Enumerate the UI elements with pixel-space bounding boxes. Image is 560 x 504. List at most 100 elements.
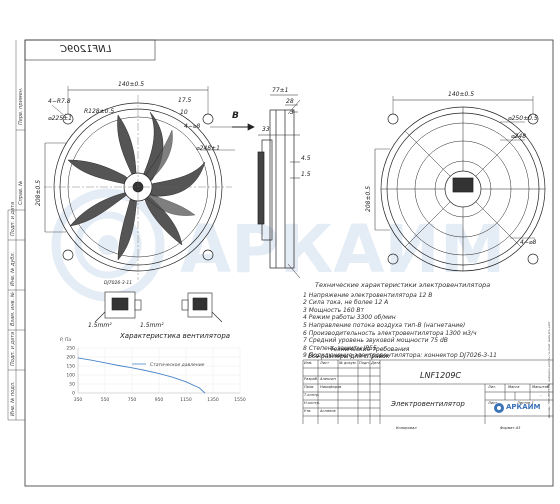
dim-back-hole: 4−⌀8 — [520, 239, 537, 246]
tb-vendor-note: Дизайн: ПРО-ВЕНТ.РФ, www.pro-vent.ru / e… — [547, 321, 551, 419]
dim-back-208: 208±0.5 — [365, 185, 372, 212]
tb-name: Никифоров — [320, 385, 342, 389]
data-point — [158, 373, 160, 374]
tb-role: Н.контр. — [304, 401, 321, 405]
spec-item: 8 Степень защиты IP55 — [303, 344, 377, 352]
mirrored-code: LNF1209C — [60, 44, 112, 55]
dim-back-140: 140±0.5 — [448, 91, 475, 98]
data-point — [77, 357, 79, 359]
tb-scale-value: - — [540, 393, 542, 398]
data-point — [204, 392, 206, 394]
tb-copied: Копировал — [396, 426, 417, 430]
spec-item: 7 Средний уровень звуковой мощности 75 d… — [303, 337, 448, 345]
data-point — [91, 359, 92, 361]
dim-side-45: 4.5 — [301, 155, 311, 162]
data-point — [118, 365, 119, 366]
tb-role: Пров. — [304, 385, 315, 389]
dim-front-hole: 4−⌀8 — [184, 123, 201, 130]
margin-label: Инв. № дубл. — [10, 251, 16, 286]
margin-label: Перв. примен. — [18, 87, 24, 125]
margin-label: Подп. и дата — [10, 331, 16, 366]
tb-col-doc: № докум. — [339, 361, 357, 365]
connector-right-label: 1.5mm² — [140, 322, 164, 329]
title-block — [302, 359, 553, 424]
data-point — [185, 381, 187, 383]
tb-name: Алексин — [320, 377, 336, 381]
connector-part: DJ7026-3-11 — [104, 281, 133, 286]
margin-label: Подп. и дата — [10, 201, 16, 236]
tb-role: Утв. — [304, 409, 312, 413]
tb-col-izm: Изм. — [304, 361, 313, 365]
y-tick-label: 0 — [72, 391, 75, 397]
tb-mass: Масса — [508, 385, 520, 389]
spec-item: 5 Направление потока воздуха тип-В (нагн… — [303, 321, 466, 329]
spec-item: 3 Мощность 160 Вт — [303, 306, 365, 314]
tb-col-sign: Подп. — [359, 361, 370, 365]
tb-col-date: Дата — [371, 361, 381, 365]
y-tick-label: 250 — [66, 346, 75, 352]
y-tick-label: 150 — [66, 364, 75, 370]
back-view — [374, 96, 546, 272]
brand-name: АРКАИМ — [506, 403, 541, 411]
dim-side-28: 28 — [286, 98, 294, 105]
x-tick-label: 1550 — [234, 397, 246, 403]
data-point — [104, 362, 106, 364]
dim-front-175: 17.5 — [178, 97, 192, 104]
margin-label: Взам. инв. № — [10, 292, 16, 326]
chart-grid — [77, 347, 241, 394]
spec-title: Технические характеристики электровентил… — [315, 281, 491, 289]
dim-side-3: 3 — [290, 109, 294, 116]
data-point — [145, 370, 146, 371]
dim-front-r128: R128±0.5 — [84, 108, 115, 115]
sheet-frame — [24, 39, 554, 487]
tb-name: Асланов — [320, 409, 336, 413]
dim-front-225: ⌀225±1 — [48, 115, 72, 122]
dim-side-77: 77±1 — [272, 87, 289, 94]
dim-side-15: 1.5 — [301, 171, 311, 178]
x-tick-label: 350 — [74, 397, 83, 403]
dim-back-250: ⌀250±0.5 — [508, 115, 538, 122]
direction-label: B — [232, 111, 239, 121]
x-tick-label: 550 — [101, 397, 110, 403]
x-tick-label: 950 — [155, 397, 164, 403]
y-tick-label: 100 — [66, 373, 75, 379]
req-text: Все размеры для справок — [308, 353, 390, 360]
front-view — [44, 86, 235, 280]
data-point — [131, 367, 133, 369]
x-tick-label: 1350 — [207, 397, 219, 403]
dim-back-248: ⌀248 — [511, 133, 527, 140]
data-point — [172, 376, 173, 378]
margin-label: Справ. № — [18, 180, 24, 205]
connector-drawing — [94, 291, 223, 323]
tb-role: Разраб. — [304, 377, 319, 381]
chart-ticks: 0 50 100 150 200 250 350 550 750 950 1150 1350 1550 — [66, 346, 245, 404]
dim-front-208: 208±0.5 — [35, 179, 42, 206]
fan-blades — [67, 111, 206, 261]
data-point — [199, 387, 200, 389]
y-tick-label: 200 — [66, 355, 75, 361]
req-title: Технические требования — [330, 346, 410, 353]
chart-title: Характеристика вентилятора — [120, 332, 231, 340]
spec-item: 2 Сила тока, не более 12 А — [303, 299, 389, 307]
dim-side-33: 33 — [262, 126, 270, 133]
watermark-text: АРКАИМ — [180, 211, 505, 288]
y-axis-label: P, Па — [60, 337, 71, 343]
x-tick-label: 750 — [128, 397, 137, 403]
product-code: LNF1209C — [420, 371, 461, 380]
tb-sheet: Лист — [488, 401, 498, 405]
chart-marks — [77, 357, 206, 394]
dim-front-r78: 4−R7.8 — [48, 98, 71, 105]
y-tick-label: 50 — [69, 382, 75, 388]
dim-front-10: 10 — [180, 109, 188, 116]
tb-lit: Лит. — [488, 385, 497, 389]
spec-block: Технические характеристики электровентил… — [303, 281, 543, 360]
tb-format: Формат А3 — [500, 426, 521, 430]
tb-scale: Масштаб — [532, 385, 550, 389]
brand-logo — [494, 403, 504, 413]
spec-item: 1 Напряжение электровентилятора 12 В — [303, 291, 433, 299]
tb-sheets: Листов 1 — [517, 401, 534, 405]
x-tick-label: 1150 — [180, 397, 192, 403]
dim-front-140: 140±0.5 — [118, 81, 145, 88]
